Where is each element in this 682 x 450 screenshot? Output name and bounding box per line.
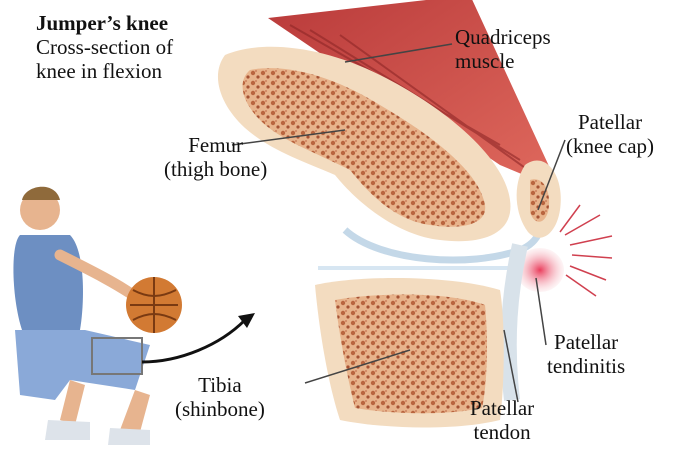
label-tibia: Tibia (shinbone): [175, 373, 265, 421]
player-figure: [13, 187, 182, 445]
diagram-title: Jumper’s knee: [36, 11, 173, 35]
label-femur-line-1: Femur: [164, 133, 267, 157]
label-quadriceps: Quadriceps muscle: [455, 25, 551, 73]
label-tendon-line-2: tendon: [470, 420, 534, 444]
label-femur: Femur (thigh bone): [164, 133, 267, 181]
label-tendon-line-1: Patellar: [470, 396, 534, 420]
label-tibia-line-2: (shinbone): [175, 397, 265, 421]
heading: Jumper’s knee Cross-section of knee in f…: [36, 11, 173, 83]
label-patella-line-2: (knee cap): [566, 134, 654, 158]
label-quadriceps-line-2: muscle: [455, 49, 551, 73]
patellar-tendon-shape: [509, 245, 520, 400]
label-tibia-line-1: Tibia: [175, 373, 265, 397]
label-patella-line-1: Patellar: [566, 110, 654, 134]
label-quadriceps-line-1: Quadriceps: [455, 25, 551, 49]
inflammation-rays: [560, 205, 612, 296]
label-patellar-tendon: Patellar tendon: [470, 396, 534, 444]
label-patella: Patellar (knee cap): [566, 110, 654, 158]
diagram-subtitle-line-1: Cross-section of: [36, 35, 173, 59]
label-tendinitis-line-2: tendinitis: [547, 354, 625, 378]
label-femur-line-2: (thigh bone): [164, 157, 267, 181]
label-patellar-tendinitis: Patellar tendinitis: [547, 330, 625, 378]
diagram-subtitle-line-2: knee in flexion: [36, 59, 173, 83]
label-tendinitis-line-1: Patellar: [547, 330, 625, 354]
